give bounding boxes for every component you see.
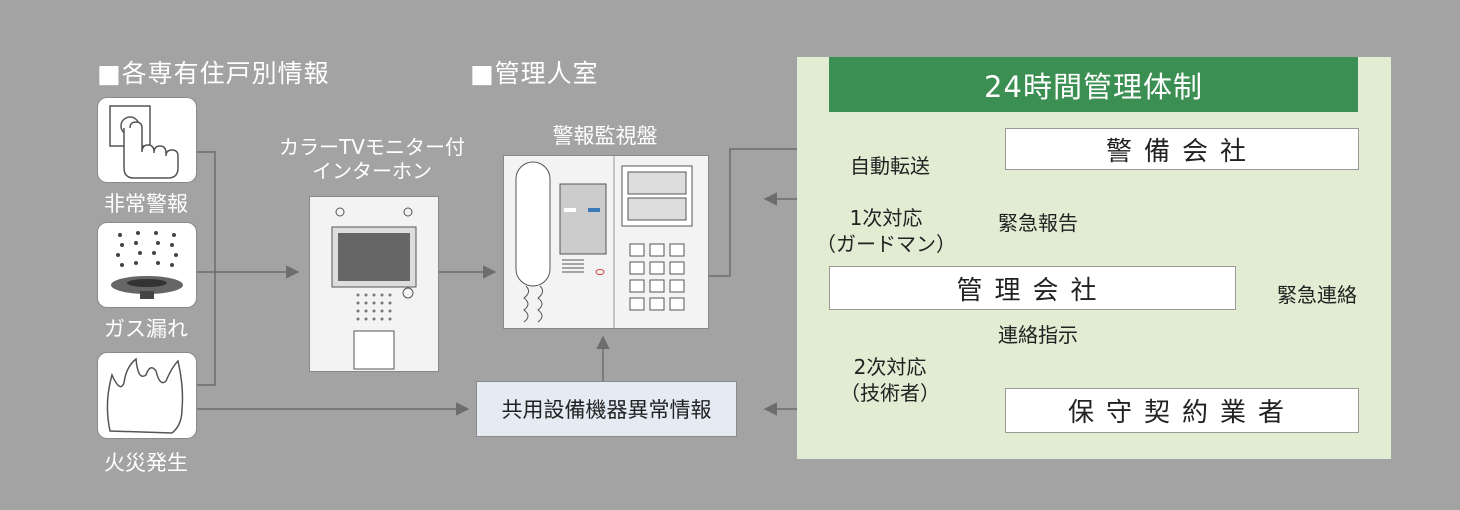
- emergency-alarm-tile: [97, 97, 197, 183]
- gas-stove-icon: [111, 231, 183, 299]
- intercom-label-line1: カラーTVモニター付: [279, 135, 465, 159]
- fire-tile: [97, 352, 197, 439]
- emergency-button-icon: [109, 105, 179, 179]
- tiles-bracket-line: [197, 151, 216, 386]
- intercom-label: カラーTVモニター付 インターホン: [272, 135, 472, 183]
- monitor-panel-device: [503, 155, 709, 329]
- gas-leak-label: ガス漏れ: [104, 317, 188, 341]
- second-response-label: 2次対応 （技術者）: [830, 354, 950, 406]
- gas-leak-tile: [97, 222, 197, 308]
- first-response-line1: 1次対応: [849, 206, 923, 230]
- system-header: 24時間管理体制: [829, 57, 1358, 112]
- emergency-alarm-label: 非常警報: [104, 192, 188, 216]
- auto-transfer-label: 自動転送: [850, 154, 930, 178]
- management-company-box: 管理会社: [829, 266, 1236, 310]
- flame-icon: [106, 357, 184, 434]
- unit-info-section-title: ■各専有住戸別情報: [97, 59, 330, 88]
- shared-equipment-box: 共用設備機器異常情報: [476, 381, 737, 437]
- emergency-report-label: 緊急報告: [998, 211, 1078, 235]
- second-response-line2: （技術者）: [840, 381, 940, 405]
- intercom-icon: [331, 207, 417, 370]
- intercom-label-line2: インターホン: [312, 159, 432, 183]
- first-response-label: 1次対応 （ガードマン）: [808, 205, 964, 257]
- intercom-device: [309, 196, 439, 372]
- management-room-section-title: ■管理人室: [470, 59, 599, 88]
- emergency-contact-label: 緊急連絡: [1277, 283, 1357, 307]
- second-response-line1: 2次対応: [853, 355, 927, 379]
- monitor-panel-icon: [515, 156, 693, 328]
- maintenance-contractor-box: 保守契約業者: [1005, 388, 1359, 433]
- contact-instruction-label: 連絡指示: [998, 323, 1078, 347]
- fire-label: 火災発生: [104, 451, 188, 475]
- monitor-panel-label: 警報監視盤: [552, 124, 658, 148]
- first-response-line2: （ガードマン）: [816, 232, 956, 256]
- security-company-box: 警備会社: [1005, 128, 1359, 170]
